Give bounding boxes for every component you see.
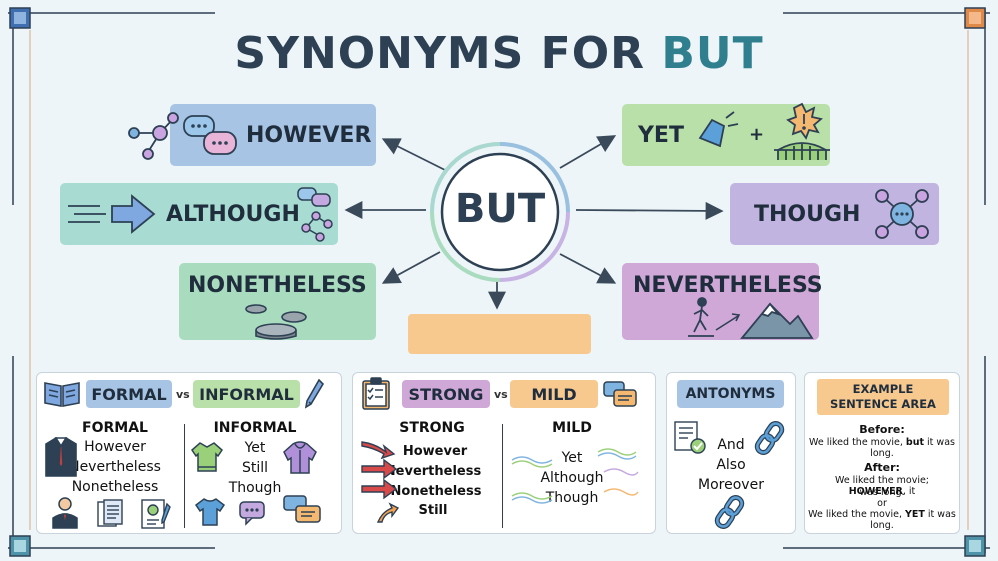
title-accent: BUT [661,28,764,79]
mild-word-1: Yet [561,450,583,466]
message-bubbles-icon [283,495,321,523]
after-label: After: [864,461,900,474]
after-sentence-2: We liked the movie, YET it was long. [808,509,956,531]
pen-icon [304,378,325,409]
suit-jacket-icon [45,436,77,477]
documents-icon [97,499,123,527]
synonym-although-card: ALTHOUGH [60,183,338,245]
formal-word-2: Nevertheless [69,459,161,475]
mild-word-2: Although [540,470,604,486]
stepping-stones-icon [245,304,307,340]
vs-label-strength: vs [494,388,508,401]
synonym-though-label: THOUGH [754,202,861,227]
checklist-icon [362,377,390,410]
synonym-nevertheless-label: NEVERTHELESS [633,273,823,298]
synonym-however-label: HOWEVER [246,123,372,148]
chat-network-icon [297,187,333,242]
synonym-yet-label: YET [638,123,684,148]
businessman-icon [52,497,78,529]
center-label: BUT [454,186,546,232]
before-label: Before: [859,423,905,436]
plus-sign: + [749,124,765,145]
mild-word-3: Though [545,490,599,506]
tshirt-icon [194,498,226,526]
hoodie-icon [283,441,317,474]
page-title: SYNONYMS FOR BUT [234,28,764,79]
informal-header: INFORMAL [213,420,297,436]
antonym-word-2: Also [716,457,746,473]
chat-bubble-icon [239,501,265,526]
certificate-icon [141,499,171,529]
example-sentence-panel: EXAMPLE SENTENCE AREA Before: We liked t… [804,372,960,534]
center-circle [430,142,570,282]
formal-tag: FORMAL [86,380,172,408]
open-book-icon [44,382,80,407]
empty-orange-box [408,314,591,354]
formal-header: FORMAL [82,420,148,436]
chain-link-icon-bottom [714,495,745,529]
example-tag: EXAMPLE SENTENCE AREA [817,379,949,415]
informal-word-1: Yet [244,440,266,456]
strong-word-2: Nevertheless [384,464,482,479]
informal-word-2: Still [241,460,269,476]
antonyms-tag: ANTONYMS [677,380,784,408]
strong-header: STRONG [399,420,465,436]
antonym-word-1: And [717,437,745,453]
synonym-though-card: THOUGH [730,183,939,245]
motion-arrow-icon [68,194,156,234]
example-tag-line1: EXAMPLE [852,382,914,396]
example-tag-line2: SENTENCE AREA [830,397,936,411]
strong-word-4: Still [418,503,448,518]
antonym-word-3: Moreover [698,477,764,493]
divider-strength [502,424,503,528]
checked-document-icon [674,421,706,454]
informal-tag: INFORMAL [193,380,300,408]
hiker-mountain-icon [688,297,814,339]
hub-network-icon [875,189,929,239]
synonym-nonetheless-label: NONETHELESS [188,273,367,298]
after-sentence-1-cont: was long. [859,487,905,498]
informal-word-3: Though [228,480,282,496]
formal-word-3: Nonetheless [71,479,159,495]
strong-tag: STRONG [402,380,490,408]
divider-formal [184,424,185,528]
mild-wave-lines [511,448,639,504]
synonym-although-label: ALTHOUGH [166,202,300,227]
synonym-nevertheless-card: NEVERTHELESS [622,263,823,340]
strong-word-3: Nonetheless [390,484,482,499]
strong-arrows [361,441,400,523]
chain-link-icon [754,421,785,455]
strong-word-1: However [402,444,468,459]
speech-bubbles-icon [603,381,637,407]
sweater-icon [191,442,223,472]
mild-tag: MILD [510,380,598,408]
after-sentence-1: We liked the movie; HOWEVER, it [834,475,930,497]
before-sentence: We liked the movie, but it was long. [809,437,955,459]
mild-header: MILD [552,420,592,436]
network-chat-icon [128,112,237,160]
or-label: or [877,498,887,509]
vs-label-formal: vs [176,388,190,401]
formal-word-1: However [84,439,146,455]
surprise-bridge-icon [698,102,830,160]
